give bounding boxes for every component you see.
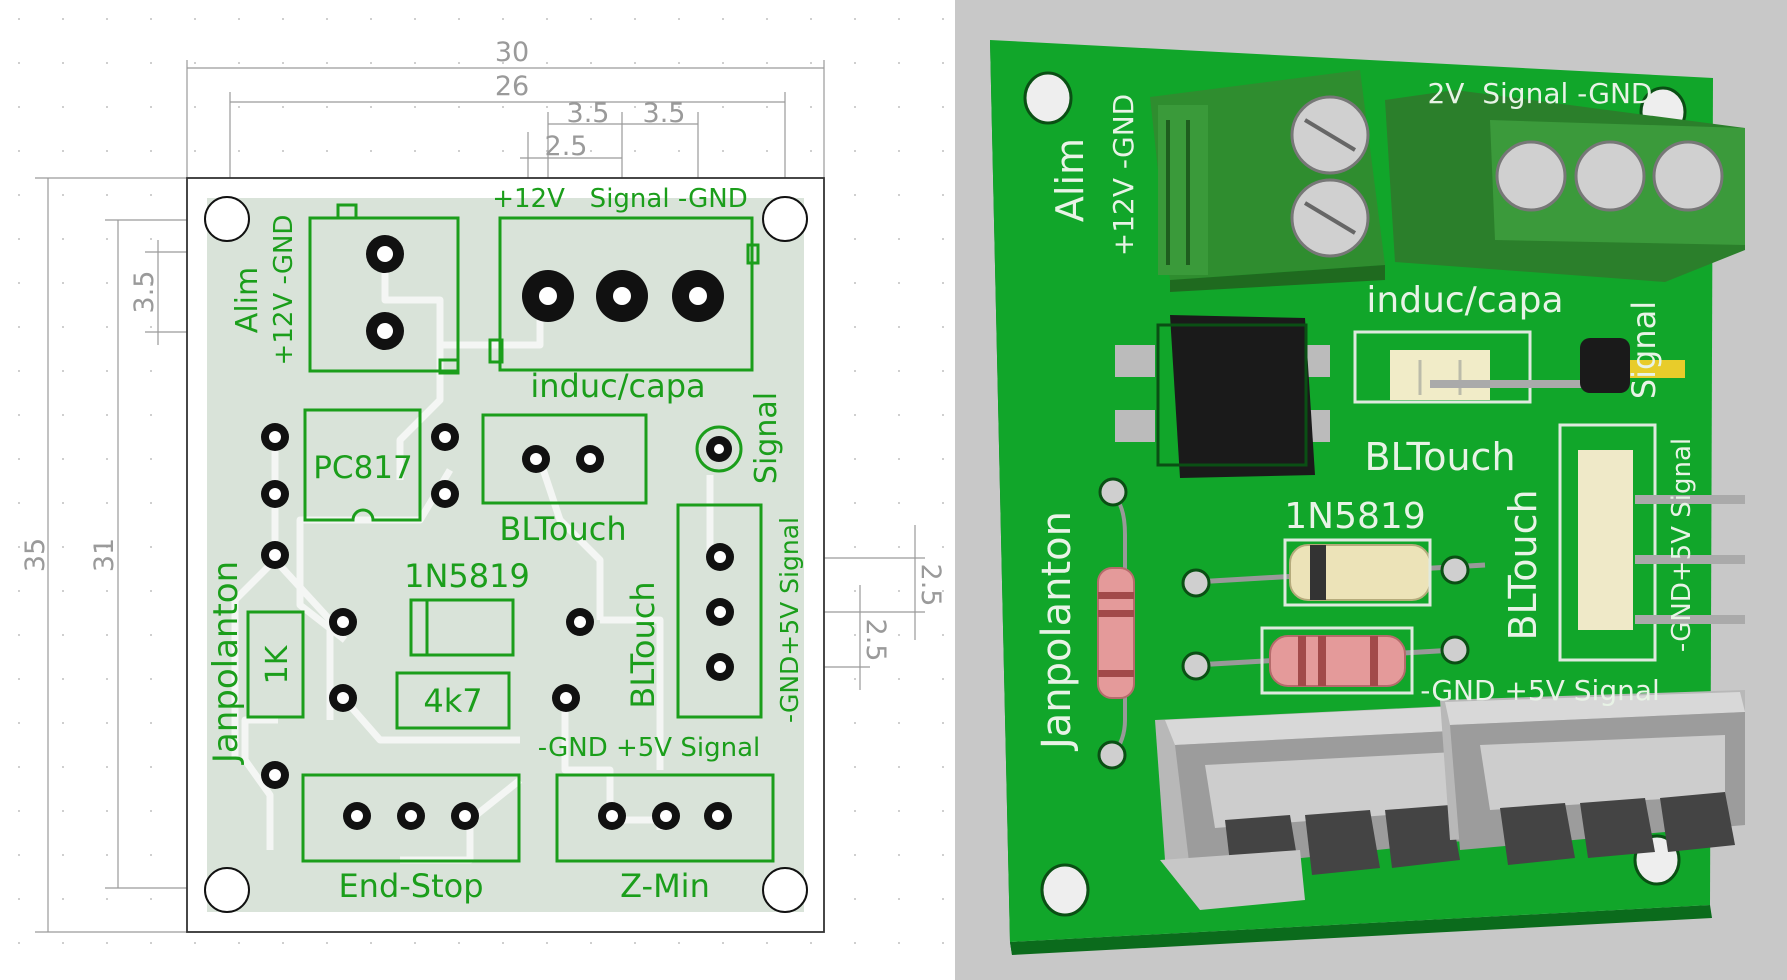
label-diode: 1N5819: [404, 557, 530, 595]
silk-labels-3d: Alim +12V -GND 2V Signal -GND induc/capa…: [1034, 77, 1697, 752]
dim-3-5-left: 3.5: [129, 271, 160, 314]
label-bltouch-3pin-pins: -GND+5V Signal: [775, 517, 804, 723]
pads: [261, 235, 734, 830]
silkscreen: [246, 203, 775, 863]
mounting-holes: [204, 196, 808, 913]
pc817-3d: [1115, 315, 1330, 478]
label-end-stop-pins: -GND +5V Signal: [538, 733, 760, 763]
dim-2-5-top: 2.5: [545, 131, 588, 162]
label3d-induc-capa: induc/capa: [1366, 280, 1563, 321]
label-alim: Alim: [230, 267, 265, 333]
label-pc817: PC817: [313, 450, 413, 486]
label-resistor-1k: 1K: [260, 644, 295, 684]
label3d-bltouch-2pin: BLTouch: [1364, 435, 1515, 479]
dim-26: 26: [495, 71, 529, 102]
label3d-end-stop-pins: -GND +5V Signal: [1420, 674, 1660, 707]
dimension-labels: 30 26 3.5 3.5 2.5 35 31 3.5 2.5 2.5: [20, 37, 946, 661]
label-end-stop: End-Stop: [338, 867, 483, 905]
dim-2-5-right-2: 2.5: [860, 619, 891, 662]
dim-31: 31: [89, 538, 120, 572]
label-sensor-pins: +12V Signal -GND: [492, 184, 748, 214]
diode-3d: [1194, 538, 1486, 607]
dim-3-5-a: 3.5: [567, 98, 610, 129]
label3d-bltouch-3pin-pins: -GND+5V Signal: [1667, 438, 1697, 652]
label3d-author: Janpolanton: [1034, 511, 1080, 752]
label-resistor-4k7: 4k7: [423, 682, 482, 720]
label3d-alim-pins: +12V -GND: [1107, 94, 1140, 256]
label-bltouch-2pin: BLTouch: [499, 510, 626, 548]
silk-labels: Alim +12V -GND +12V Signal -GND induc/ca…: [206, 184, 804, 905]
dim-35: 35: [20, 538, 51, 572]
dim-2-5-right: 2.5: [915, 564, 946, 607]
bltouch-2pin-3d: [1353, 330, 1590, 404]
bltouch-3pin-3d: [1558, 423, 1745, 662]
copper-pour: [207, 198, 804, 912]
label3d-sensor-pins: 2V Signal -GND: [1427, 77, 1652, 110]
signal-jumper-3d: [1580, 338, 1685, 393]
label-bltouch-vertical: BLTouch: [624, 581, 662, 708]
power-terminal-3d: [1150, 70, 1385, 292]
label3d-alim: Alim: [1048, 138, 1092, 222]
label-author: Janpolanton: [206, 561, 246, 765]
pcb-render-3d: Alim +12V -GND 2V Signal -GND induc/capa…: [955, 0, 1787, 980]
label-alim-pins: +12V -GND: [269, 215, 299, 366]
pcb-layout-2d: 30 26 3.5 3.5 2.5 35 31 3.5 2.5 2.5: [18, 18, 946, 944]
label-induc-capa: induc/capa: [530, 367, 705, 405]
dim-30: 30: [495, 37, 529, 68]
label3d-diode: 1N5819: [1284, 496, 1425, 537]
label-z-min: Z-Min: [620, 867, 710, 905]
end-stop-connector-3d: [1155, 705, 1480, 910]
sensor-terminal-3d: [1385, 90, 1745, 282]
pads-3d: [1097, 477, 1470, 770]
dim-3-5-b: 3.5: [643, 98, 686, 129]
board-edge: [1010, 905, 1712, 955]
label3d-signal-vertical: Signal: [1625, 301, 1663, 399]
z-min-connector-3d: [1440, 690, 1745, 865]
label-signal-vertical: Signal: [749, 392, 784, 484]
label3d-bltouch-vertical: BLTouch: [1501, 489, 1545, 640]
resistor-4k7-3d: [1194, 626, 1456, 695]
